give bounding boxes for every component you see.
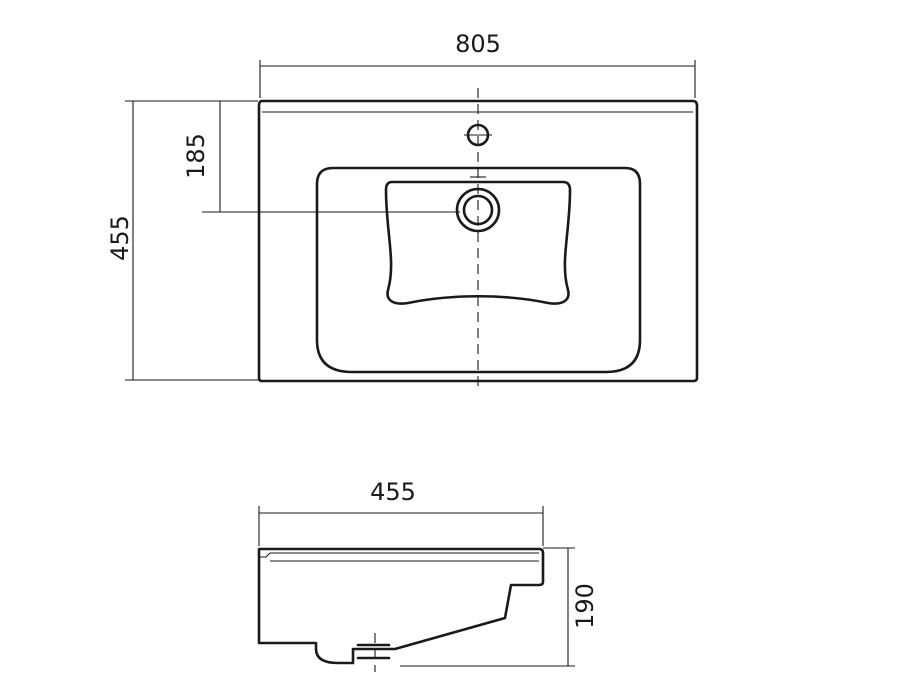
side-drain-fitting (356, 633, 391, 672)
height-dimension-label: 190 (571, 583, 599, 629)
tap-to-drain-dimension-label: 185 (182, 133, 210, 179)
side-depth-dimension-label: 455 (370, 478, 416, 506)
side-view: 455 190 (257, 478, 599, 672)
side-profile-outline (257, 547, 545, 665)
width-dimension: 805 (259, 30, 696, 98)
inner-basin-shape (384, 180, 572, 305)
tap-to-drain-dimension: 185 (182, 100, 460, 213)
bowl-outline (315, 166, 642, 374)
side-depth-dimension: 455 (258, 478, 544, 546)
depth-dimension-label: 455 (106, 215, 134, 261)
top-view: 805 455 185 (106, 30, 699, 392)
width-dimension-label: 805 (455, 30, 501, 58)
depth-dimension: 455 (106, 100, 258, 381)
side-rim-line (259, 552, 539, 558)
height-dimension: 190 (400, 547, 599, 667)
basin-outline (257, 99, 699, 383)
